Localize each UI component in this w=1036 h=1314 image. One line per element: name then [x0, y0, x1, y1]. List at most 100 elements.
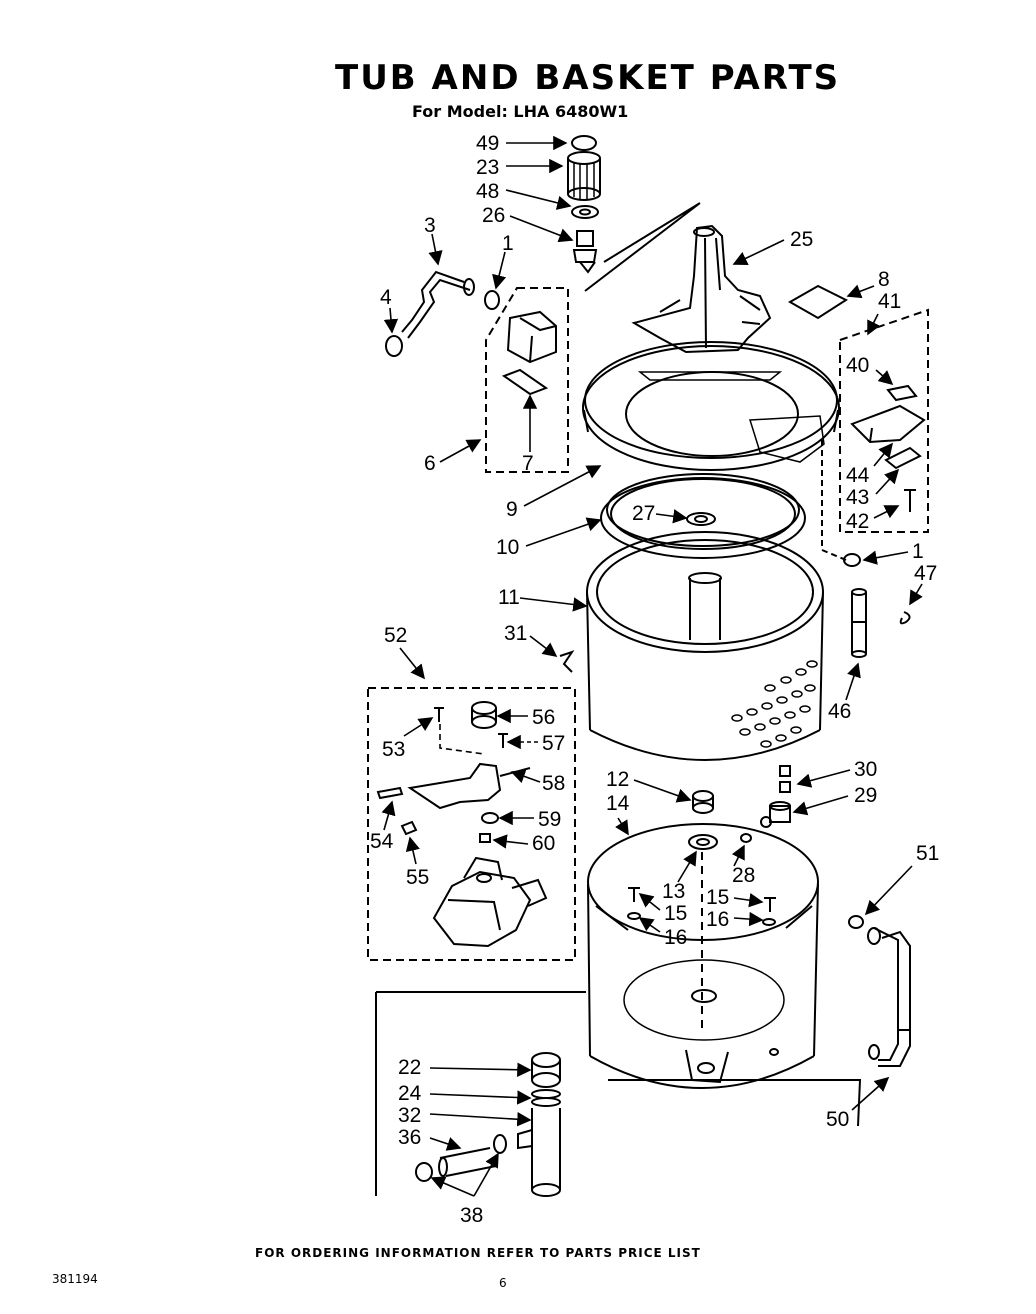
clip-47 — [899, 611, 911, 625]
document-number: 381194 — [52, 1272, 98, 1286]
leader-25 — [732, 239, 785, 265]
cover-8 — [787, 284, 849, 320]
agitator-cap-23 — [567, 151, 601, 201]
basket-11 — [586, 531, 824, 761]
callout-60: 60 — [532, 832, 555, 855]
callout-53: 53 — [382, 738, 405, 761]
callout-41: 41 — [878, 290, 901, 313]
leader-40 — [875, 369, 894, 386]
callout-44: 44 — [846, 464, 870, 487]
clamp-1-right — [843, 553, 861, 567]
model-subtitle: For Model: LHA 6480W1 — [412, 102, 629, 121]
leader-51 — [864, 865, 913, 916]
screw-57 — [498, 733, 508, 748]
callout-51: 51 — [916, 842, 939, 865]
callout-55: 55 — [406, 866, 429, 889]
callout-43: 43 — [846, 486, 869, 509]
clip-31 — [559, 650, 575, 673]
leader-58 — [510, 769, 541, 784]
ordering-footer: FOR ORDERING INFORMATION REFER TO PARTS … — [255, 1246, 701, 1260]
leader-22 — [429, 1062, 532, 1077]
callout-58: 58 — [542, 772, 565, 795]
callout-42: 42 — [846, 510, 869, 533]
callout-59: 59 — [538, 808, 561, 831]
clamp-4 — [385, 335, 403, 357]
callout-1a: 1 — [502, 232, 514, 255]
clamp-51 — [848, 915, 864, 929]
callout-26: 26 — [482, 204, 505, 227]
callout-14: 14 — [606, 792, 630, 815]
leader-16b — [733, 911, 764, 927]
group-box-6 — [485, 287, 569, 473]
bracket-part-6 — [506, 310, 557, 364]
leader-48 — [505, 189, 572, 210]
leader-1a — [492, 251, 507, 290]
leader-36 — [429, 1137, 462, 1151]
callout-10: 10 — [496, 536, 519, 559]
callout-46: 46 — [828, 700, 851, 723]
page-title: TUB AND BASKET PARTS — [335, 58, 841, 98]
leader-13 — [677, 850, 697, 883]
leader-26 — [509, 215, 574, 243]
leader-30 — [796, 769, 851, 788]
callout-22: 22 — [398, 1056, 421, 1079]
callout-9: 9 — [506, 498, 518, 521]
callout-29: 29 — [854, 784, 877, 807]
leader-53 — [403, 717, 434, 737]
leader-dash-pump — [439, 724, 485, 755]
clamp-38-right — [493, 1134, 507, 1154]
leader-60 — [492, 834, 529, 849]
filter-56 — [471, 701, 497, 729]
leader-12 — [633, 779, 692, 803]
group-box-52 — [367, 687, 576, 961]
callout-13: 13 — [662, 880, 685, 903]
page-number: 6 — [499, 1276, 507, 1290]
screw-15-right — [764, 897, 776, 912]
washer-16-right — [762, 918, 776, 926]
leader-43 — [875, 468, 900, 495]
leader-dash-1 — [821, 440, 847, 561]
callout-57: 57 — [542, 732, 565, 755]
callout-7: 7 — [522, 452, 534, 475]
callout-30: 30 — [854, 758, 877, 781]
leader-28 — [731, 844, 745, 867]
pad-7 — [501, 368, 549, 396]
screw-42 — [904, 489, 916, 512]
leader-24 — [429, 1090, 532, 1105]
hose-46 — [851, 588, 867, 658]
leader-10 — [525, 517, 602, 547]
callout-47: 47 — [914, 562, 937, 585]
leader-31 — [529, 635, 558, 657]
callout-15a: 15 — [664, 902, 687, 925]
tub-cover-9 — [582, 341, 840, 471]
part-43 — [884, 446, 922, 470]
callout-11: 11 — [498, 586, 520, 609]
grommet-28 — [740, 833, 752, 843]
callout-38: 38 — [460, 1204, 483, 1227]
seal-27 — [686, 512, 716, 526]
callout-16b: 16 — [706, 908, 729, 931]
tub-14 — [587, 823, 819, 1089]
leader-15b — [733, 893, 764, 908]
valve-29 — [760, 801, 791, 828]
leader-1b — [862, 550, 909, 565]
callout-3: 3 — [424, 214, 436, 237]
seal-60 — [479, 833, 491, 843]
callout-23: 23 — [476, 156, 499, 179]
group-box-41 — [839, 308, 929, 533]
pump-bracket-58 — [407, 762, 531, 810]
callout-50: 50 — [826, 1108, 849, 1131]
callout-28: 28 — [732, 864, 755, 887]
callout-8: 8 — [878, 268, 890, 291]
leader-6 — [439, 439, 482, 463]
leader-27 — [655, 509, 688, 524]
leader-14 — [615, 817, 629, 836]
clamp-38-left — [415, 1162, 433, 1182]
pump-housing — [432, 856, 548, 948]
callout-52: 52 — [384, 624, 407, 647]
leader-38a — [430, 1176, 475, 1197]
drain-tube-32 — [517, 1108, 561, 1197]
agitator-25 — [631, 224, 772, 354]
leader-16a — [638, 917, 661, 933]
